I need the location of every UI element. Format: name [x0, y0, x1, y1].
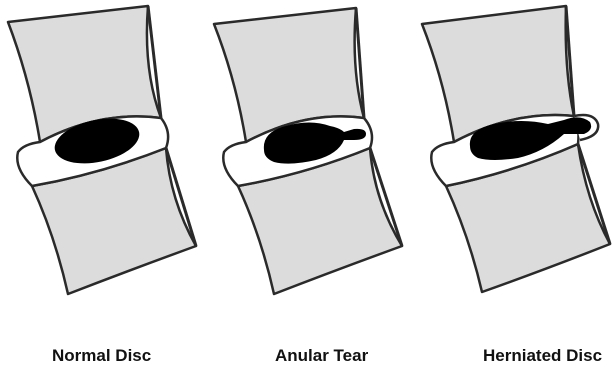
- caption-herniated-disc: Herniated Disc: [483, 346, 602, 366]
- panel-normal-disc: [8, 6, 196, 294]
- caption-normal-disc: Normal Disc: [52, 346, 151, 366]
- caption-anular-tear: Anular Tear: [275, 346, 368, 366]
- panel-herniated-disc: [422, 6, 610, 292]
- panel-anular-tear: [214, 8, 402, 294]
